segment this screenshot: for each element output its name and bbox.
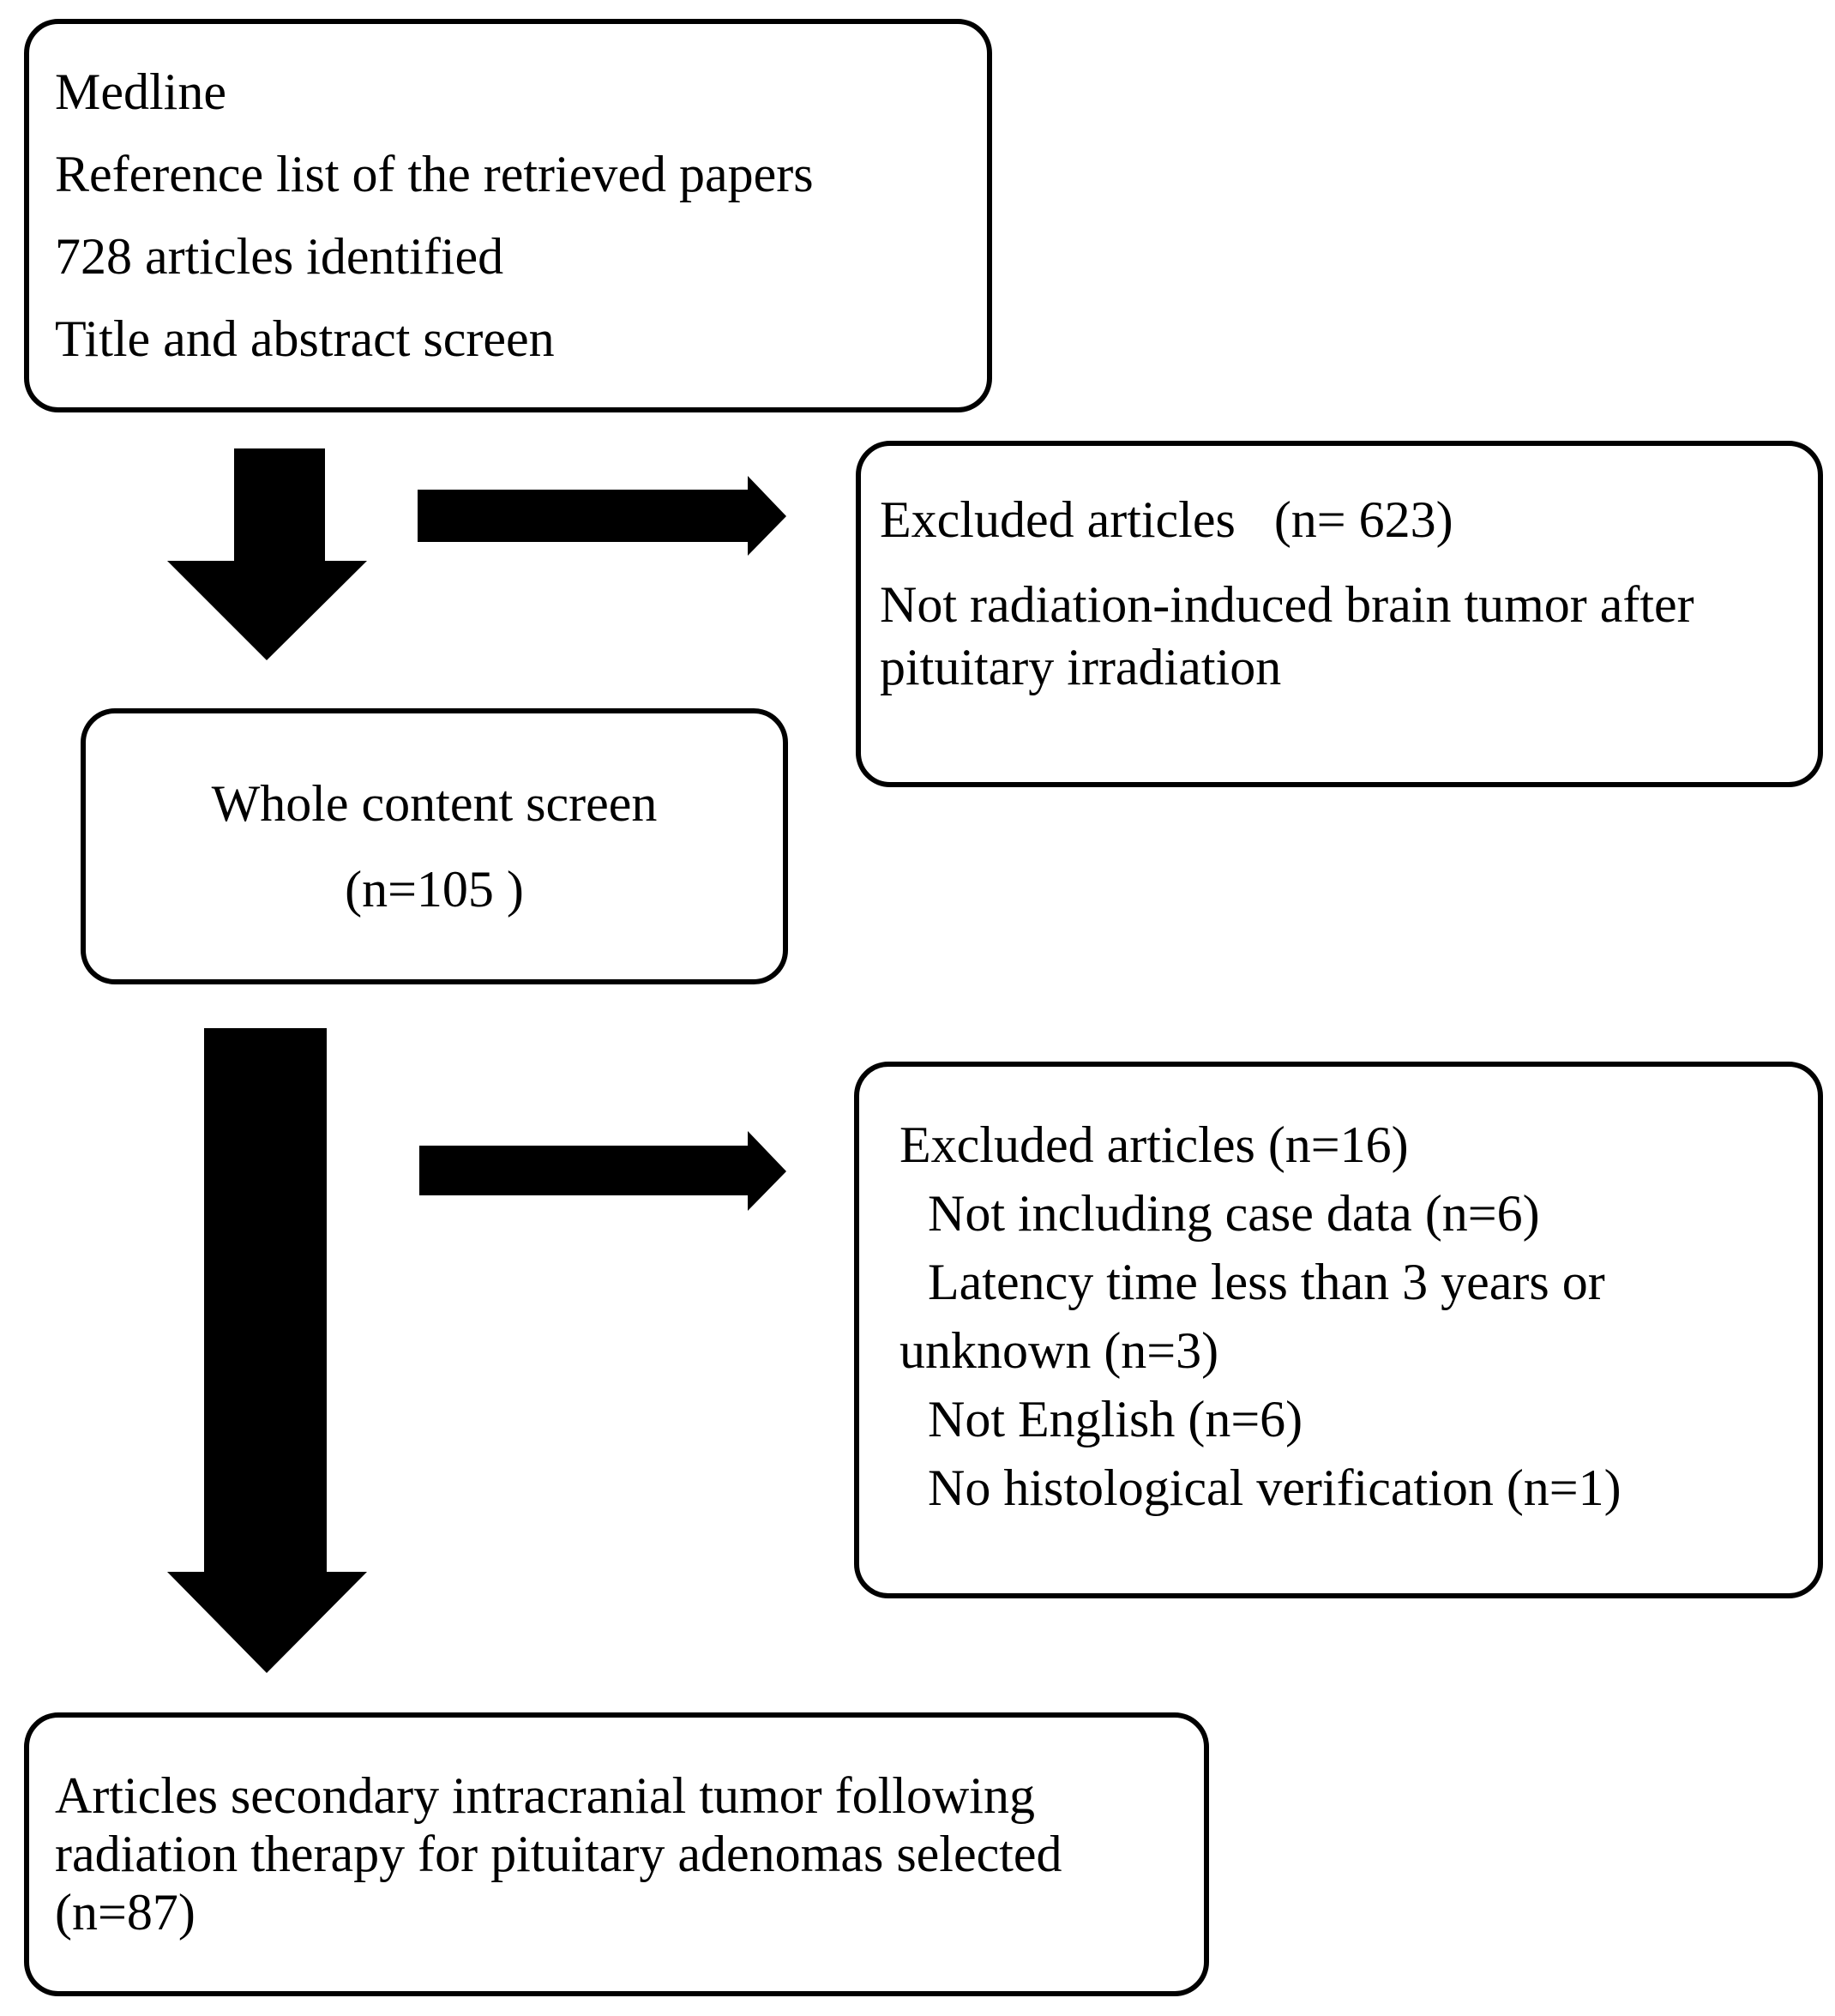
excluded-2-heading: Excluded articles (n=16) (899, 1116, 1409, 1173)
selected-line-2: radiation therapy for pituitary adenomas… (55, 1826, 1062, 1882)
arrow-down-2 (167, 1028, 367, 1673)
arrow-right-1 (418, 476, 786, 556)
excluded-1-reason-line-2: pituitary irradiation (880, 639, 1282, 695)
excluded-1-reason-line-1: Not radiation-induced brain tumor after (880, 576, 1694, 633)
excluded-1-heading: Excluded articles (n= 623) (880, 491, 1453, 548)
whole-content-box (81, 708, 788, 984)
identification-line-count: 728 articles identified (55, 228, 504, 285)
excluded-box-2 (854, 1062, 1823, 1598)
arrow-down-1 (167, 448, 367, 660)
selected-box (24, 1712, 1209, 1996)
excluded-2-reason-histology: No histological verification (n=1) (928, 1459, 1621, 1516)
identification-line-source: Medline (55, 63, 226, 120)
excluded-2-reason-latency-line-1: Latency time less than 3 years or (928, 1254, 1605, 1310)
excluded-2-reason-case-data: Not including case data (n=6) (928, 1185, 1540, 1242)
excluded-2-reason-latency-line-2: unknown (n=3) (899, 1322, 1219, 1379)
whole-content-title: Whole content screen (211, 775, 658, 832)
identification-line-screen: Title and abstract screen (55, 310, 555, 367)
identification-line-references: Reference list of the retrieved papers (55, 146, 814, 202)
arrow-right-2 (419, 1131, 786, 1211)
excluded-2-reason-language: Not English (n=6) (928, 1391, 1303, 1447)
selected-line-1: Articles secondary intracranial tumor fo… (55, 1767, 1035, 1824)
whole-content-count: (n=105 ) (345, 861, 524, 918)
excluded-box-1 (856, 441, 1823, 787)
identification-box (24, 19, 992, 412)
selected-line-3: (n=87) (55, 1884, 196, 1941)
